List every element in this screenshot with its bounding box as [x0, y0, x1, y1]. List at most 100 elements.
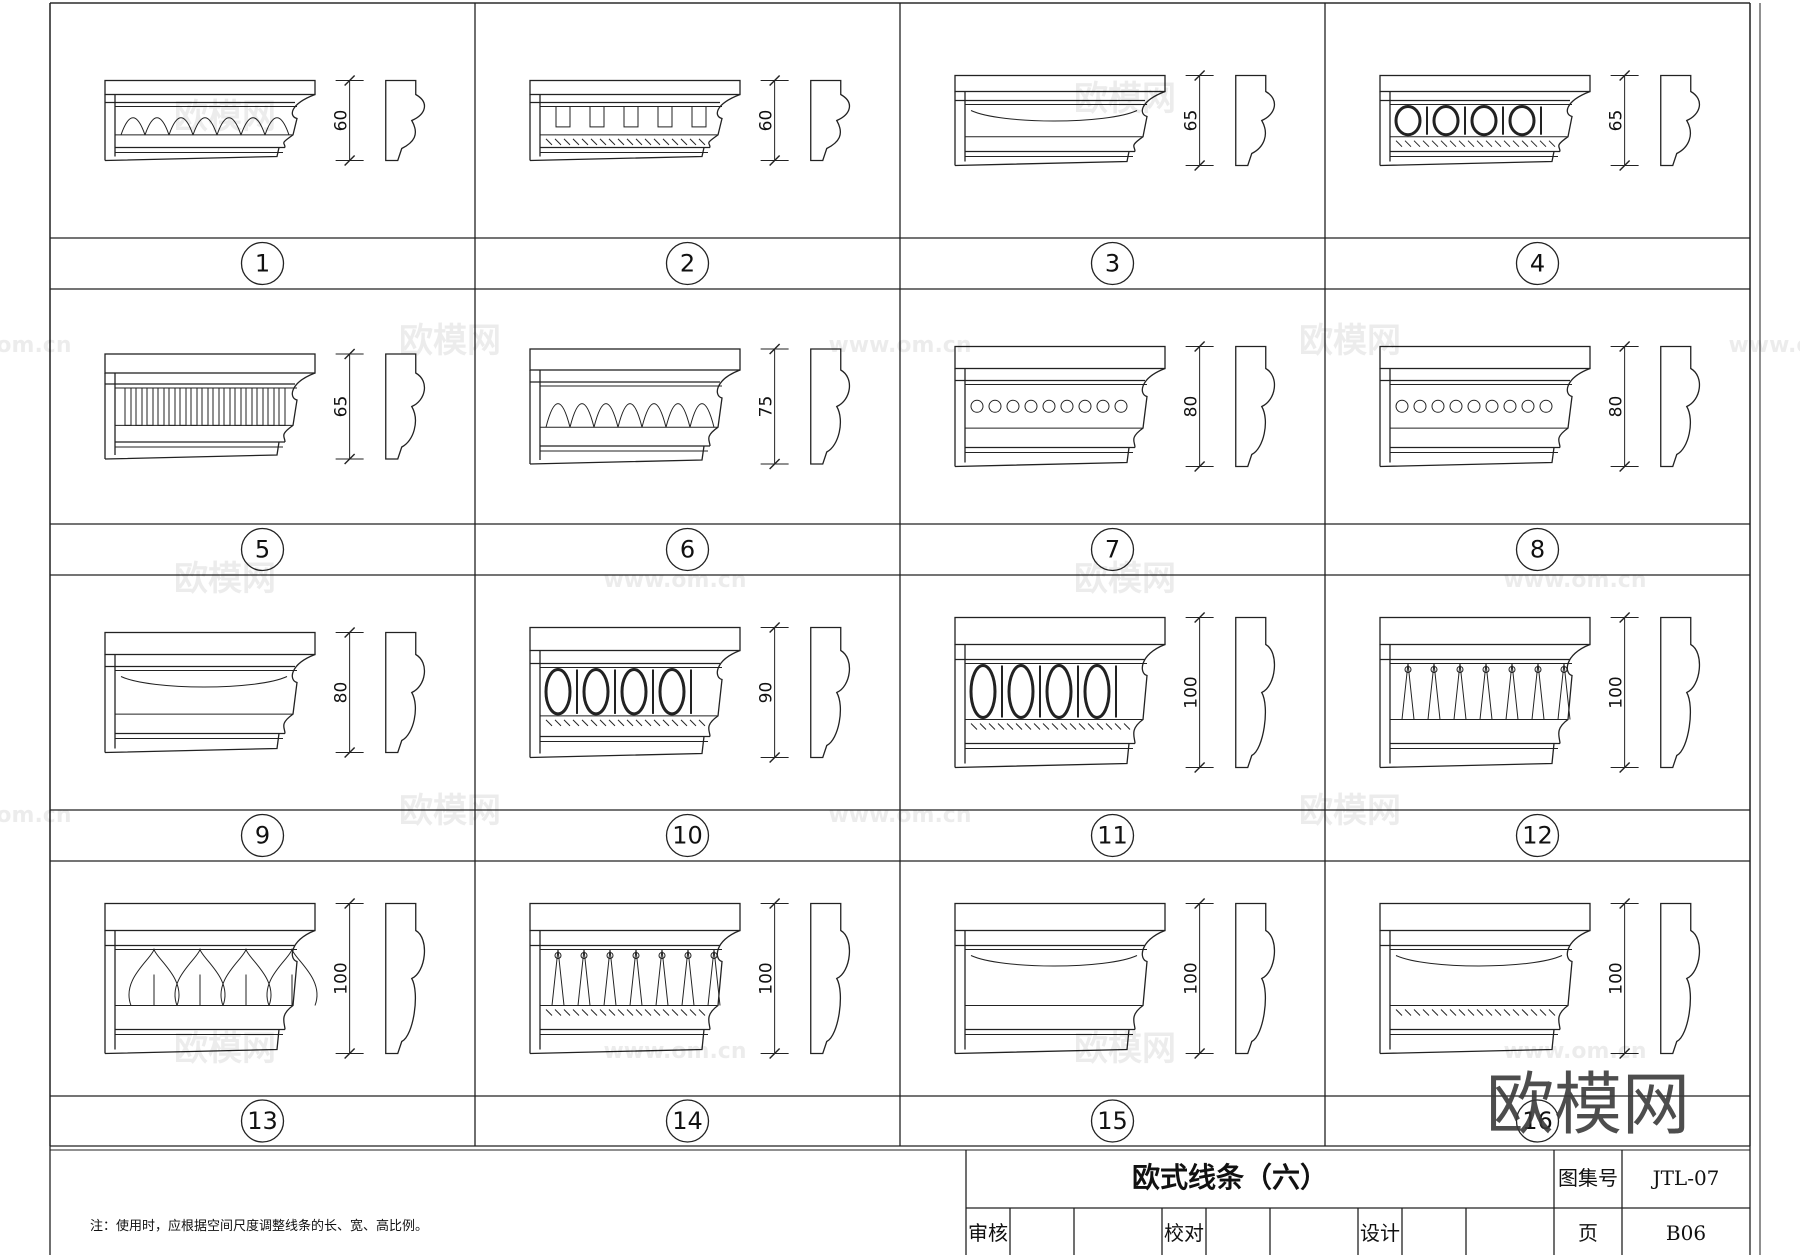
dimension-value: 60: [757, 110, 777, 132]
panel-number-label: 1: [255, 250, 270, 278]
watermark-url: www.om.cn: [0, 333, 72, 358]
moulding-profile: [385, 902, 426, 1055]
dimension-value: 80: [1182, 396, 1202, 418]
moulding-ornament: [1401, 663, 1571, 720]
watermark-logo: 欧模网: [1074, 559, 1176, 599]
panel-number: 2: [665, 241, 710, 286]
panel-number-label: 14: [672, 1107, 703, 1135]
watermark-logo: 欧模网: [174, 97, 276, 137]
moulding-ornament: [1395, 399, 1553, 413]
watermark-logo: 欧模网: [1074, 1029, 1176, 1069]
dimension-value: 60: [332, 110, 352, 132]
watermark-logo: 欧模网: [174, 1029, 276, 1069]
moulding-profile: [1235, 345, 1275, 468]
title-block: 欧式线条（六） 图集号 JTL-07 审核 校对 设计 页 B06 注：使用时，…: [90, 1161, 1719, 1245]
dimension-value: 80: [1607, 396, 1627, 418]
moulding-profile: [1660, 616, 1701, 769]
moulding-panel: 100 11: [954, 612, 1276, 858]
watermark-logo: 欧模网: [1299, 791, 1401, 831]
panel-number-label: 8: [1530, 536, 1545, 564]
number-circle: [665, 527, 710, 572]
dimension-line: 65: [1182, 70, 1214, 171]
panel-number: 7: [1090, 527, 1135, 572]
dimension-line: 90: [757, 622, 789, 763]
dimension-value: 65: [1607, 110, 1627, 132]
dimension-line: 80: [332, 627, 364, 758]
panel-number-label: 12: [1522, 822, 1553, 850]
moulding-panel: 100 12: [1379, 612, 1701, 858]
page-label: 页: [1578, 1221, 1598, 1245]
moulding-elevation: [954, 616, 1166, 769]
moulding-ornament: [970, 399, 1128, 413]
number-circle: [1515, 813, 1560, 858]
moulding-elevation: [104, 79, 316, 162]
dimension-line: 100: [1607, 612, 1639, 773]
panel-number-label: 6: [680, 536, 695, 564]
moulding-panel: 654: [1379, 70, 1700, 286]
panel-number: 10: [665, 813, 710, 858]
watermark-logo-large: 欧模网: [1486, 1066, 1690, 1145]
panel-number: 3: [1090, 241, 1135, 286]
number-circle: [240, 1099, 285, 1143]
moulding-panel: 90 10: [529, 622, 850, 858]
moulding-elevation: [954, 902, 1166, 1055]
number-circle: [1090, 241, 1135, 286]
dimension-line: 80: [1607, 341, 1639, 472]
moulding-profile: [1660, 345, 1700, 468]
check-label: 校对: [1164, 1221, 1204, 1245]
moulding-elevation: [529, 79, 741, 162]
dimension-value: 75: [757, 396, 777, 418]
number-circle: [1090, 527, 1135, 572]
moulding-panel: 80 7: [954, 341, 1275, 572]
dimension-line: 60: [757, 75, 789, 166]
dimension-line: 100: [1182, 898, 1214, 1059]
panel-number-label: 13: [247, 1107, 278, 1135]
watermark-url: www.om.cn: [1503, 1039, 1646, 1064]
moulding-ornament: [545, 403, 715, 428]
watermark-logo: 欧模网: [174, 559, 276, 599]
panel-number-label: 15: [1097, 1107, 1128, 1135]
moulding-profile: [1660, 902, 1701, 1055]
moulding-profile: [1660, 74, 1700, 167]
dimension-line: 100: [757, 898, 789, 1059]
panel-number: 1: [240, 241, 285, 286]
number-circle: [665, 813, 710, 858]
panel-number: 8: [1515, 527, 1560, 572]
panel-number-label: 10: [672, 822, 703, 850]
watermark-url: www.om.cn: [1728, 333, 1800, 358]
watermark-url: www.om.cn: [0, 803, 72, 828]
page-number-value: B06: [1666, 1221, 1706, 1245]
drawing-title: 欧式线条（六）: [1132, 1161, 1328, 1194]
dimension-value: 65: [1182, 110, 1202, 132]
panel-number-label: 11: [1097, 822, 1128, 850]
dimension-line: 100: [1182, 612, 1214, 773]
watermark-url: www.om.cn: [1503, 568, 1646, 593]
moulding-panel: 60 2: [529, 75, 850, 286]
moulding-profile: [385, 631, 425, 754]
moulding-ornament: [545, 949, 721, 1016]
watermark-logo: 欧模网: [1299, 321, 1401, 361]
moulding-ornament: [120, 676, 288, 688]
number-circle: [1515, 1099, 1560, 1143]
number-circle: [1515, 527, 1560, 572]
moulding-profile: [810, 902, 851, 1055]
moulding-ornament: [970, 110, 1138, 122]
atlas-number-label: 图集号: [1558, 1166, 1618, 1190]
number-circle: [665, 1099, 710, 1143]
watermarks: 欧模网欧模网欧模网欧模网www.om.cnwww.om.cnwww.om.cn欧…: [0, 79, 1800, 1069]
moulding-profile: [1235, 902, 1276, 1055]
watermark-url: www.om.cn: [828, 803, 971, 828]
moulding-elevation: [1379, 74, 1591, 167]
panel-number-label: 7: [1105, 536, 1120, 564]
moulding-panel: 75 6: [529, 343, 850, 572]
moulding-ornament: [1395, 955, 1563, 1016]
panel-number: 9: [240, 813, 285, 858]
dimension-line: 80: [1182, 341, 1214, 472]
moulding-panel: 80 8: [1379, 341, 1700, 572]
moulding-ornament: [545, 106, 707, 146]
panel-number: 14: [665, 1099, 710, 1143]
number-circle: [1090, 813, 1135, 858]
moulding-panel: 60 1: [104, 75, 425, 286]
